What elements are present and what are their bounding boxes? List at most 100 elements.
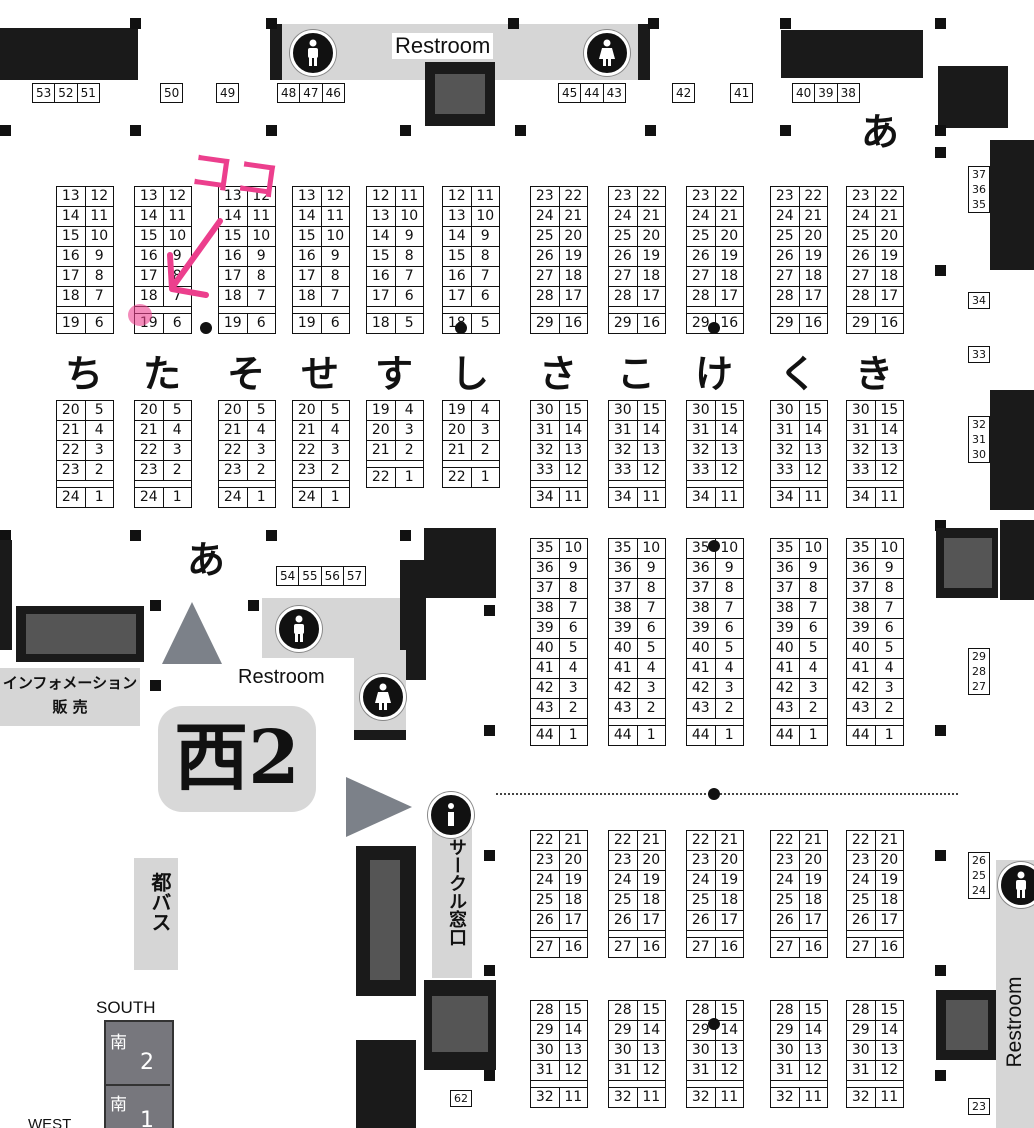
- booth-cell[interactable]: 38: [851, 600, 870, 616]
- booth-cell[interactable]: 42: [613, 680, 632, 696]
- booth-cell[interactable]: 17: [558, 911, 588, 930]
- booth-cell[interactable]: 2: [558, 699, 588, 718]
- booth-cell[interactable]: 8: [874, 579, 904, 598]
- booth-cell[interactable]: 15: [558, 1001, 588, 1020]
- booth-cell[interactable]: 2: [798, 699, 828, 718]
- booth-cell[interactable]: 5: [394, 314, 424, 333]
- booth-cell[interactable]: 12: [636, 461, 666, 480]
- booth-cell[interactable]: 31: [775, 1062, 794, 1078]
- booth-cell[interactable]: 18: [558, 267, 588, 286]
- booth-cell[interactable]: 12: [447, 188, 466, 204]
- booth-cell[interactable]: 3: [470, 421, 500, 440]
- booth-cell[interactable]: 13: [61, 188, 80, 204]
- booth-cell[interactable]: 6: [246, 314, 276, 333]
- booth-cell[interactable]: 29: [535, 315, 554, 331]
- booth-cell[interactable]: 44: [613, 727, 632, 743]
- booth-cell[interactable]: 10: [874, 539, 904, 558]
- booth-cell[interactable]: 6: [320, 314, 350, 333]
- booth-cell[interactable]: 38: [691, 600, 710, 616]
- booth-cell[interactable]: 15: [223, 228, 242, 244]
- booth-cell[interactable]: 9: [162, 247, 192, 266]
- booth-cell[interactable]: 22: [558, 187, 588, 206]
- booth-cell[interactable]: 16: [874, 314, 904, 333]
- booth-cell[interactable]: 23: [851, 188, 870, 204]
- booth-cell[interactable]: 35: [535, 540, 554, 556]
- booth-cell[interactable]: 11: [714, 1088, 744, 1107]
- booth-cell[interactable]: 39: [775, 620, 794, 636]
- booth-cell[interactable]: 14: [714, 421, 744, 440]
- booth-cell[interactable]: 9: [320, 247, 350, 266]
- booth-cell[interactable]: 34: [535, 489, 554, 505]
- booth-cell[interactable]: 34: [613, 489, 632, 505]
- booth-cell[interactable]: 33: [775, 462, 794, 478]
- booth-cell[interactable]: 30: [775, 1042, 794, 1058]
- booth-cell[interactable]: 21: [714, 207, 744, 226]
- booth-cell[interactable]: 23: [297, 462, 316, 478]
- booth-cell[interactable]: 17: [223, 268, 242, 284]
- booth-cell[interactable]: 2: [394, 441, 424, 460]
- booth-cell[interactable]: 39: [691, 620, 710, 636]
- booth-cell[interactable]: 14: [371, 228, 390, 244]
- booth-cell[interactable]: 9: [394, 227, 424, 246]
- booth-cell[interactable]: 22: [613, 832, 632, 848]
- booth-cell[interactable]: 26: [613, 248, 632, 264]
- booth-cell[interactable]: 27: [535, 268, 554, 284]
- booth-cell[interactable]: 32: [691, 1089, 710, 1105]
- booth-cell[interactable]: 32: [535, 442, 554, 458]
- booth-cell[interactable]: 1: [320, 488, 350, 507]
- booth-cell[interactable]: 42: [775, 680, 794, 696]
- booth-cell[interactable]: 26: [691, 912, 710, 928]
- booth-cell[interactable]: 34: [691, 489, 710, 505]
- booth-cell[interactable]: 14: [636, 421, 666, 440]
- booth-cell[interactable]: 36: [535, 560, 554, 576]
- booth-cell[interactable]: 9: [874, 559, 904, 578]
- booth-cell[interactable]: 14: [714, 1021, 744, 1040]
- booth-cell[interactable]: 1: [470, 468, 500, 487]
- booth-cell[interactable]: 18: [61, 288, 80, 304]
- booth-cell[interactable]: 21: [798, 207, 828, 226]
- booth-cell[interactable]: 28: [851, 288, 870, 304]
- booth-cell[interactable]: 9: [246, 247, 276, 266]
- booth-cell[interactable]: 43: [535, 700, 554, 716]
- booth-cell[interactable]: 22: [371, 469, 390, 485]
- booth-cell[interactable]: 19: [874, 247, 904, 266]
- booth-cell[interactable]: 24: [61, 489, 80, 505]
- booth-cell[interactable]: 6: [84, 314, 114, 333]
- booth-cell[interactable]: 24: [535, 208, 554, 224]
- booth-cell[interactable]: 15: [874, 401, 904, 420]
- booth-cell[interactable]: 21: [297, 422, 316, 438]
- booth-cell[interactable]: 25: [691, 228, 710, 244]
- booth-cell[interactable]: 17: [636, 911, 666, 930]
- booth-cell[interactable]: 19: [61, 315, 80, 331]
- booth-cell[interactable]: 28: [535, 1002, 554, 1018]
- booth-cell[interactable]: 16: [636, 314, 666, 333]
- booth-cell[interactable]: 16: [714, 938, 744, 957]
- booth-cell[interactable]: 12: [798, 1061, 828, 1080]
- booth-cell[interactable]: 22: [297, 442, 316, 458]
- booth-cell[interactable]: 19: [558, 247, 588, 266]
- booth-cell[interactable]: 12: [84, 187, 114, 206]
- booth-cell[interactable]: 16: [61, 248, 80, 264]
- booth-cell[interactable]: 2: [246, 461, 276, 480]
- booth-cell[interactable]: 19: [636, 871, 666, 890]
- booth-cell[interactable]: 43: [613, 700, 632, 716]
- booth-cell[interactable]: 11: [558, 488, 588, 507]
- booth-cell[interactable]: 3: [874, 679, 904, 698]
- booth-cell[interactable]: 19: [874, 871, 904, 890]
- booth-cell[interactable]: 2: [320, 461, 350, 480]
- booth-cell[interactable]: 20: [447, 422, 466, 438]
- booth-cell[interactable]: 31: [775, 422, 794, 438]
- booth-cell[interactable]: 22: [851, 832, 870, 848]
- booth-cell[interactable]: 11: [798, 1088, 828, 1107]
- booth-cell[interactable]: 7: [714, 599, 744, 618]
- booth-cell[interactable]: 38: [613, 600, 632, 616]
- booth-cell[interactable]: 7: [84, 287, 114, 306]
- booth-cell[interactable]: 30: [691, 402, 710, 418]
- booth-cell[interactable]: 9: [470, 227, 500, 246]
- booth-cell[interactable]: 15: [297, 228, 316, 244]
- booth-cell[interactable]: 40: [775, 640, 794, 656]
- booth-cell[interactable]: 29: [691, 1022, 710, 1038]
- booth-cell[interactable]: 27: [691, 939, 710, 955]
- booth-cell[interactable]: 18: [636, 891, 666, 910]
- booth-cell[interactable]: 5: [246, 401, 276, 420]
